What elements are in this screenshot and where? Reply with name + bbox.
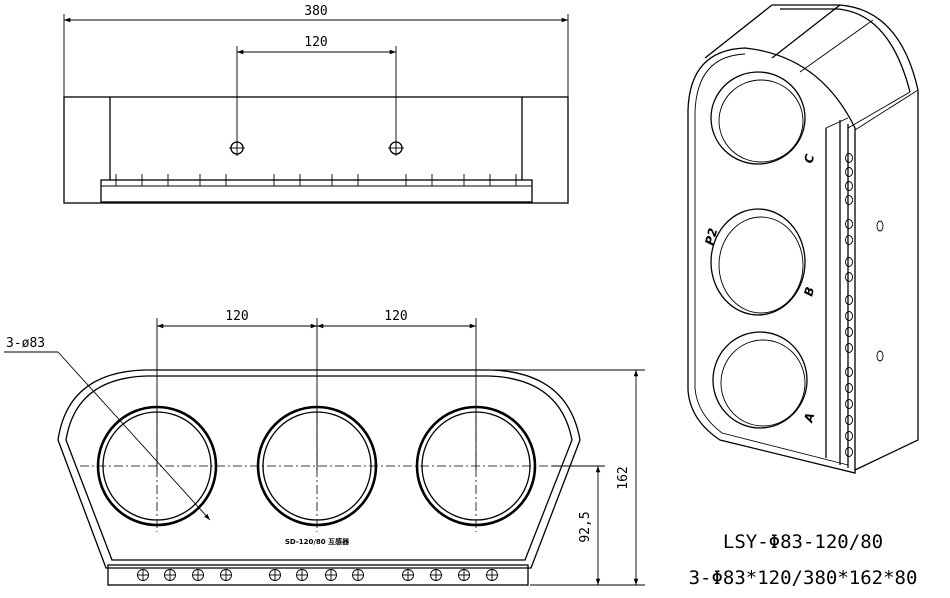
terminal-label-p2: P2	[702, 227, 720, 247]
front-view-outline	[57, 369, 581, 569]
model-caption: LSY-Φ83-120/80	[723, 531, 883, 553]
phase-label-c: C	[801, 152, 817, 164]
front-view-terminal-strip	[107, 564, 529, 586]
iso-back-outline	[772, 4, 919, 471]
iso-mount-hole-lower	[876, 350, 884, 362]
spacing-left-label: 120	[225, 309, 248, 324]
top-view-terminal-strip	[100, 179, 533, 203]
top-view-ticks	[115, 174, 517, 186]
top-view-mounting-hole-right	[388, 140, 404, 156]
hole-callout-leader	[57, 351, 211, 521]
iso-mount-hole-upper	[876, 220, 884, 232]
hole-spacing-label: 120	[304, 35, 327, 50]
iso-terminal-holes	[845, 153, 853, 457]
phase-label-b: B	[801, 285, 817, 297]
top-view: 380 120	[63, 4, 569, 204]
top-view-mounting-hole-left	[229, 140, 245, 156]
spacing-right-label: 120	[384, 309, 407, 324]
iso-hole-a	[712, 331, 808, 429]
hole-c	[415, 400, 537, 532]
top-view-body	[63, 96, 569, 204]
hole-b	[256, 400, 378, 532]
hole-callout-label: 3-ø83	[6, 336, 45, 351]
iso-view: A B C P2	[687, 4, 919, 474]
iso-front-face	[687, 47, 856, 474]
overall-width-label: 380	[304, 4, 327, 19]
front-view: 120 120 3-ø83 SD-120/80 互感器	[4, 309, 645, 586]
phase-label-a: A	[801, 411, 817, 425]
center-height-label: 92,5	[578, 511, 593, 542]
terminal-screws	[137, 569, 498, 581]
spec-caption: 3-Φ83*120/380*162*80	[689, 567, 918, 589]
iso-hole-c	[710, 71, 806, 165]
height-label: 162	[616, 466, 631, 489]
iso-hole-b	[710, 208, 806, 316]
hole-a	[96, 400, 218, 532]
nameplate: SD-120/80 互感器	[285, 537, 350, 546]
